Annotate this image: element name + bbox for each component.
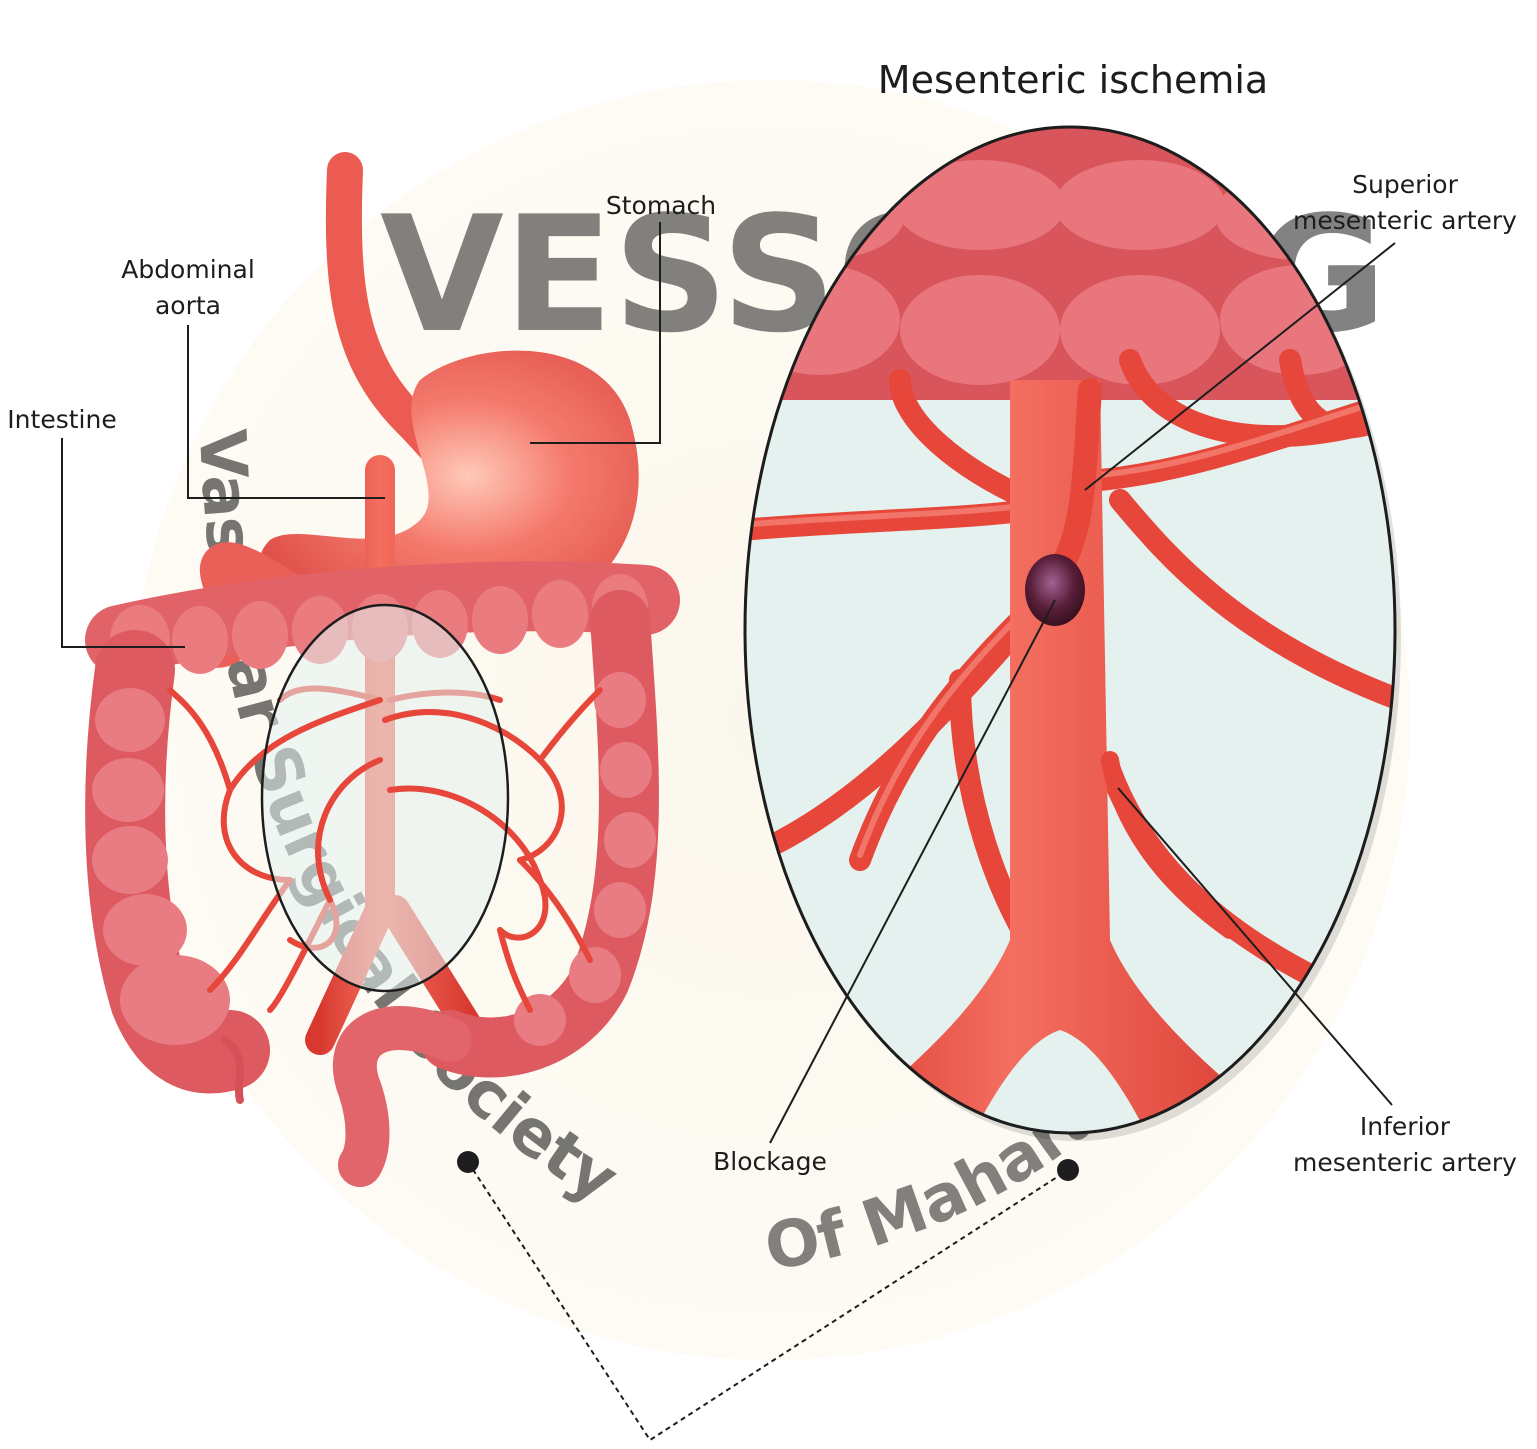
blockage	[1025, 554, 1085, 626]
label-ima-line1: Inferior	[1360, 1112, 1451, 1141]
label-intestine: Intestine	[7, 405, 116, 434]
label-sma-line1: Superior	[1352, 170, 1458, 199]
label-ima-line2: mesenteric artery	[1293, 1148, 1517, 1177]
label-abdominal-aorta-line1: Abdominal	[121, 255, 255, 284]
label-blockage: Blockage	[713, 1147, 827, 1176]
label-sma-line2: mesenteric artery	[1293, 206, 1517, 235]
label-stomach: Stomach	[606, 191, 716, 220]
highlight-region-fill	[262, 605, 508, 991]
diagram-title: Mesenteric ischemia	[878, 58, 1268, 102]
label-abdominal-aorta-line2: aorta	[155, 291, 221, 320]
